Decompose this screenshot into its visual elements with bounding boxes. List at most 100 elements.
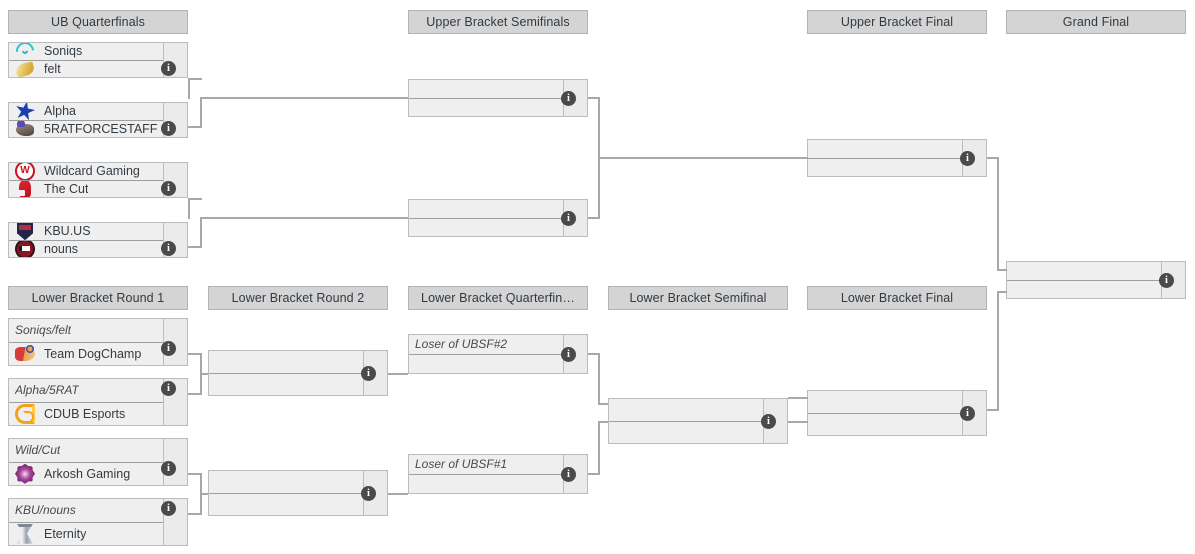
- connector: [997, 291, 999, 411]
- connector: [598, 353, 600, 405]
- team-row[interactable]: nouns: [9, 239, 163, 257]
- connector: [200, 473, 202, 495]
- match-ub-qf-1[interactable]: Soniqs felt: [8, 42, 188, 78]
- match-info-icon[interactable]: i: [361, 486, 376, 501]
- team-row[interactable]: [209, 351, 363, 373]
- team-name: Loser of UBSF#1: [415, 457, 508, 472]
- team-row[interactable]: Wildcard Gaming: [9, 163, 163, 180]
- match-info-icon[interactable]: i: [561, 211, 576, 226]
- match-info-icon[interactable]: i: [960, 406, 975, 421]
- match-info-icon[interactable]: i: [161, 341, 176, 356]
- team-row[interactable]: The Cut: [9, 179, 163, 197]
- round-header-lb-semifinal[interactable]: Lower Bracket Semifinal: [608, 286, 788, 310]
- round-header-ub-final[interactable]: Upper Bracket Final: [807, 10, 987, 34]
- team-row[interactable]: [209, 372, 363, 396]
- team-row[interactable]: [209, 492, 363, 516]
- match-info-icon[interactable]: i: [761, 414, 776, 429]
- connector: [997, 157, 999, 271]
- team-row[interactable]: Eternity: [9, 521, 163, 546]
- round-header-ub-semifinals[interactable]: Upper Bracket Semifinals: [408, 10, 588, 34]
- team-name: Soniqs/felt: [15, 323, 72, 338]
- team-row[interactable]: KBU.US: [9, 223, 163, 240]
- connector: [188, 473, 202, 475]
- connector: [588, 353, 600, 355]
- match-info-icon[interactable]: i: [1159, 273, 1174, 288]
- match-info-icon[interactable]: i: [561, 467, 576, 482]
- match-info-icon[interactable]: i: [960, 151, 975, 166]
- match-info-icon[interactable]: i: [161, 121, 176, 136]
- team-row[interactable]: [808, 157, 962, 177]
- team-row[interactable]: Soniqs/felt: [9, 319, 163, 342]
- connector: [788, 421, 808, 423]
- round-header-lb-final[interactable]: Lower Bracket Final: [807, 286, 987, 310]
- team-row[interactable]: [409, 80, 563, 98]
- match-info-icon[interactable]: i: [161, 381, 176, 396]
- connector: [200, 97, 202, 128]
- team-logo-arkosh-gaming: [15, 463, 35, 484]
- team-row[interactable]: Arkosh Gaming: [9, 461, 163, 486]
- match-info-icon[interactable]: i: [161, 501, 176, 516]
- team-name: Team DogChamp: [44, 346, 142, 361]
- team-row[interactable]: [409, 97, 563, 117]
- team-row[interactable]: 5RATFORCESTAFF: [9, 119, 163, 138]
- team-logo-eternity: [15, 523, 35, 544]
- match-lb-r1-1[interactable]: Soniqs/felt Team DogChamp: [8, 318, 188, 366]
- team-row[interactable]: [409, 217, 563, 237]
- match-ub-qf-3[interactable]: Wildcard Gaming The Cut: [8, 162, 188, 198]
- team-row[interactable]: [1007, 262, 1161, 280]
- team-row[interactable]: [808, 140, 962, 158]
- team-row[interactable]: Soniqs: [9, 43, 163, 60]
- team-row[interactable]: [209, 471, 363, 493]
- team-logo-5ratforcestaff: [15, 120, 35, 137]
- connector: [188, 126, 202, 128]
- match-info-icon[interactable]: i: [161, 181, 176, 196]
- team-row[interactable]: felt: [9, 59, 163, 77]
- team-row[interactable]: [409, 473, 563, 494]
- match-lb-qf-1[interactable]: Loser of UBSF#2: [408, 334, 588, 374]
- team-row[interactable]: [409, 353, 563, 374]
- connector: [598, 421, 600, 473]
- team-row[interactable]: Loser of UBSF#2: [409, 335, 563, 354]
- connector: [200, 353, 202, 375]
- team-name: 5RATFORCESTAFF: [44, 121, 158, 136]
- match-lb-r1-3[interactable]: Wild/Cut Arkosh Gaming: [8, 438, 188, 486]
- team-row[interactable]: CDUB Esports: [9, 401, 163, 426]
- team-row[interactable]: [409, 200, 563, 218]
- team-row[interactable]: [609, 420, 763, 444]
- round-header-lb-round-2[interactable]: Lower Bracket Round 2: [208, 286, 388, 310]
- connector: [188, 80, 190, 99]
- round-header-lb-quarterfinals[interactable]: Lower Bracket Quarterfin…: [408, 286, 588, 310]
- round-header-ub-quarterfinals[interactable]: UB Quarterfinals: [8, 10, 188, 34]
- round-header-grand-final[interactable]: Grand Final: [1006, 10, 1186, 34]
- team-logo-nouns: [15, 240, 35, 257]
- team-row[interactable]: Wild/Cut: [9, 439, 163, 462]
- team-row[interactable]: Alpha/5RAT: [9, 379, 163, 402]
- connector: [188, 200, 190, 219]
- connector: [997, 269, 1007, 271]
- match-info-icon[interactable]: i: [561, 91, 576, 106]
- match-ub-qf-4[interactable]: KBU.US nouns: [8, 222, 188, 258]
- team-row[interactable]: Alpha: [9, 103, 163, 120]
- team-row[interactable]: Loser of UBSF#1: [409, 455, 563, 474]
- match-lb-qf-2[interactable]: Loser of UBSF#1: [408, 454, 588, 494]
- match-info-icon[interactable]: i: [361, 366, 376, 381]
- round-header-lb-round-1[interactable]: Lower Bracket Round 1: [8, 286, 188, 310]
- team-row[interactable]: [1007, 279, 1161, 299]
- match-ub-qf-2[interactable]: Alpha 5RATFORCESTAFF: [8, 102, 188, 138]
- match-ub-sf-2[interactable]: [408, 199, 588, 237]
- match-info-icon[interactable]: i: [161, 241, 176, 256]
- match-info-icon[interactable]: i: [161, 461, 176, 476]
- match-info-icon[interactable]: i: [561, 347, 576, 362]
- team-row[interactable]: [609, 399, 763, 421]
- team-row[interactable]: [808, 391, 962, 413]
- team-row[interactable]: [808, 412, 962, 436]
- team-name: KBU.US: [44, 224, 91, 239]
- connector: [987, 157, 999, 159]
- match-lb-final[interactable]: [807, 390, 987, 436]
- team-row[interactable]: Team DogChamp: [9, 341, 163, 366]
- team-row[interactable]: KBU/nouns: [9, 499, 163, 522]
- match-lb-semifinal[interactable]: [608, 398, 788, 444]
- match-info-icon[interactable]: i: [161, 61, 176, 76]
- team-logo-cdub-esports: [15, 403, 35, 424]
